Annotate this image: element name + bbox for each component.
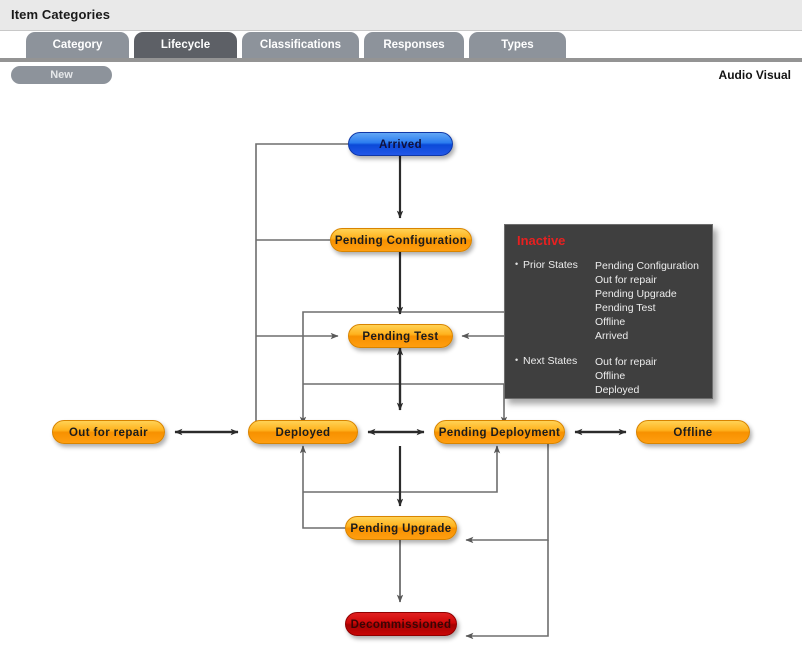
tab-classifications[interactable]: Classifications: [242, 32, 359, 58]
tab-lifecycle[interactable]: Lifecycle: [134, 32, 237, 58]
category-context-label: Audio Visual: [719, 68, 791, 82]
tooltip-value: Offline: [595, 369, 657, 383]
tooltip-value: Pending Configuration: [595, 259, 699, 273]
tab-responses[interactable]: Responses: [364, 32, 464, 58]
tooltip-value: Out for repair: [595, 355, 657, 369]
state-node-deployed[interactable]: Deployed: [248, 420, 358, 444]
state-node-offline[interactable]: Offline: [636, 420, 750, 444]
tab-bar: CategoryLifecycleClassificationsResponse…: [0, 32, 802, 58]
tooltip-title: Inactive: [517, 233, 565, 248]
tooltip-value: Pending Test: [595, 301, 699, 315]
bullet-icon: •: [515, 355, 518, 365]
state-node-pending-test[interactable]: Pending Test: [348, 324, 453, 348]
tooltip-row-key: Prior States: [523, 259, 578, 271]
window-titlebar: Item Categories: [0, 0, 802, 31]
state-node-pending-deployment[interactable]: Pending Deployment: [434, 420, 565, 444]
tooltip-value: Deployed: [595, 383, 657, 397]
tab-category[interactable]: Category: [26, 32, 129, 58]
tooltip-value: Arrived: [595, 329, 699, 343]
state-node-out-for-repair[interactable]: Out for repair: [52, 420, 165, 444]
action-toolbar: New Audio Visual: [0, 62, 802, 90]
state-node-decommissioned[interactable]: Decommissioned: [345, 612, 457, 636]
tooltip-value: Pending Upgrade: [595, 287, 699, 301]
tooltip-value: Out for repair: [595, 273, 699, 287]
tooltip-row-values: Pending ConfigurationOut for repairPendi…: [595, 259, 699, 343]
tab-types[interactable]: Types: [469, 32, 566, 58]
page-title: Item Categories: [11, 7, 110, 22]
lifecycle-diagram-canvas: Arrived Pending Configuration Pending Te…: [0, 90, 802, 650]
state-detail-tooltip: Inactive • Prior States Pending Configurat…: [504, 224, 713, 399]
tooltip-row-values: Out for repairOfflineDeployed: [595, 355, 657, 397]
new-button[interactable]: New: [11, 66, 112, 84]
tooltip-row-key: Next States: [523, 355, 577, 367]
tooltip-value: Offline: [595, 315, 699, 329]
state-node-pending-upgrade[interactable]: Pending Upgrade: [345, 516, 457, 540]
state-node-pending-configuration[interactable]: Pending Configuration: [330, 228, 472, 252]
state-node-arrived[interactable]: Arrived: [348, 132, 453, 156]
bullet-icon: •: [515, 259, 518, 269]
